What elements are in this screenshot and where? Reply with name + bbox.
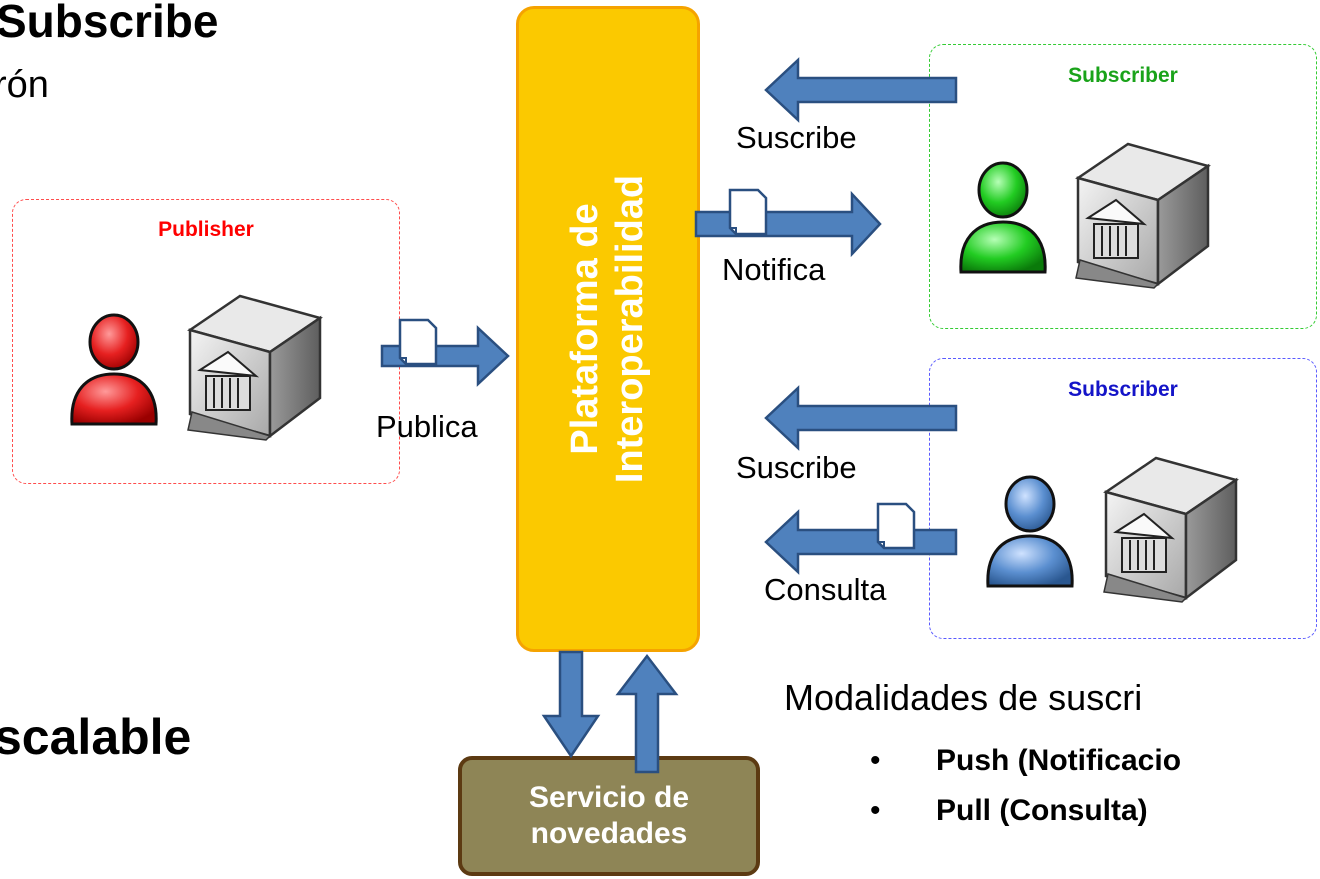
platform-to-service-arrow <box>541 650 601 759</box>
document-icon <box>728 188 768 236</box>
modality-pull: • Pull (Consulta) <box>870 796 1148 826</box>
person-green-icon <box>959 161 1047 274</box>
server-building-icon <box>187 294 323 441</box>
scalable-heading: scalable <box>0 709 192 765</box>
document-icon <box>398 318 438 366</box>
server-building-icon <box>1103 456 1239 603</box>
subscriber-blue-box: Subscriber <box>929 358 1317 639</box>
server-building-icon <box>1075 142 1211 289</box>
bullet-dot: • <box>870 794 881 827</box>
person-blue-icon <box>986 475 1074 588</box>
news-service-box: Servicio de novedades <box>458 756 760 876</box>
consulta-arrow <box>764 509 958 575</box>
news-service-label: Servicio de novedades <box>529 780 689 852</box>
news-service-label-line2: novedades <box>530 817 688 850</box>
suscribe-bottom-label: Suscribe <box>736 450 857 485</box>
publica-label: Publica <box>376 409 478 444</box>
interoperability-platform: Plataforma de Interoperabilidad <box>516 6 700 652</box>
suscribe-bottom-arrow <box>764 385 958 451</box>
news-service-label-line1: Servicio de <box>528 781 690 814</box>
bullet-dot: • <box>870 744 881 777</box>
subscriber-blue-title: Subscriber <box>1068 378 1178 401</box>
modality-pull-label: Pull (Consulta) <box>936 794 1148 827</box>
modality-push: • Push (Notificacio <box>870 746 1181 776</box>
modalities-title: Modalidades de suscri <box>784 677 1143 718</box>
publica-arrow <box>380 325 510 387</box>
slide-title: Subscribe <box>0 0 219 47</box>
slide-subtitle: rón <box>0 64 49 106</box>
consulta-label: Consulta <box>764 572 887 607</box>
suscribe-top-arrow <box>764 57 958 123</box>
service-to-platform-arrow <box>615 653 679 774</box>
suscribe-top-label: Suscribe <box>736 120 857 155</box>
notifica-label: Notifica <box>722 252 826 287</box>
modality-push-label: Push (Notificacio <box>936 744 1182 777</box>
notifica-arrow <box>694 190 882 258</box>
publisher-title: Publisher <box>158 218 254 241</box>
person-red-icon <box>70 313 158 426</box>
subscriber-green-title: Subscriber <box>1068 64 1178 87</box>
document-icon <box>876 502 916 550</box>
subscriber-green-box: Subscriber <box>929 44 1317 329</box>
